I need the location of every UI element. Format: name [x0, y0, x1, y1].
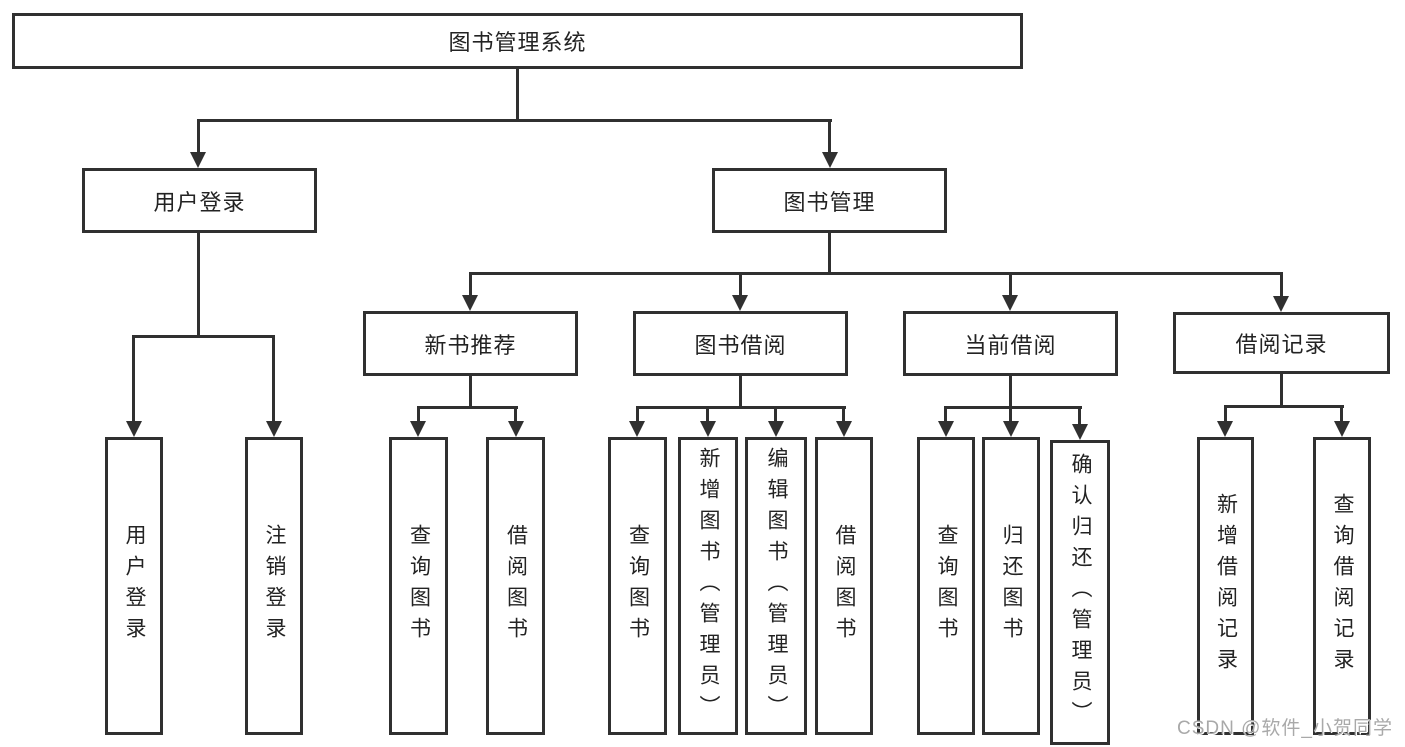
connector-current-borrow-stem — [1009, 376, 1012, 406]
connector-borrow-records-bar — [1224, 405, 1344, 408]
connector-drop-bb3 — [774, 406, 777, 421]
leaf-current-return-books: 归还图书 — [982, 437, 1040, 735]
connector-drop-br1 — [1224, 405, 1227, 421]
arrow-cb1 — [938, 421, 954, 437]
connector-l3-bar — [469, 272, 1282, 275]
leaf-logout: 注销登录 — [245, 437, 303, 735]
connector-drop-bb1 — [636, 406, 639, 421]
connector-user-login-stem — [197, 233, 200, 335]
connector-drop-bb2 — [706, 406, 709, 421]
leaf-borrow-query-books: 查询图书 — [608, 437, 667, 735]
leaf-borrow-borrow-books: 借阅图书 — [815, 437, 873, 735]
connector-drop-leaf-logout — [272, 335, 275, 421]
connector-drop-new-rec — [469, 272, 472, 295]
csdn-watermark: CSDN @软件_小贺同学 — [1177, 718, 1393, 739]
connector-book-mgmt-stem — [828, 233, 831, 272]
connector-drop-nr2 — [514, 406, 517, 421]
node-book-mgmt: 图书管理 — [712, 168, 947, 233]
node-new-rec: 新书推荐 — [363, 311, 578, 376]
connector-book-borrow-stem — [739, 376, 742, 406]
connector-drop-book-mgmt — [828, 119, 831, 152]
arrow-bb2 — [700, 421, 716, 437]
connector-drop-user-login — [197, 119, 200, 152]
arrow-borrow-records — [1273, 296, 1289, 312]
connector-book-borrow-bar — [636, 406, 846, 409]
leaf-newrec-borrow-books: 借阅图书 — [486, 437, 545, 735]
arrow-new-rec — [462, 295, 478, 311]
connector-drop-book-borrow — [739, 272, 742, 295]
connector-root-stem — [516, 69, 519, 119]
node-user-login: 用户登录 — [82, 168, 317, 233]
arrow-book-mgmt — [822, 152, 838, 168]
connector-l1-bar — [197, 119, 832, 122]
connector-drop-borrow-records — [1280, 272, 1283, 296]
arrow-bb4 — [836, 421, 852, 437]
leaf-current-query-books: 查询图书 — [917, 437, 975, 735]
arrow-leaf-logout — [266, 421, 282, 437]
arrow-current-borrow — [1002, 295, 1018, 311]
connector-borrow-records-stem — [1280, 374, 1283, 405]
leaf-current-confirm-return-admin: 确认归还（管理员） — [1050, 440, 1110, 745]
arrow-user-login — [190, 152, 206, 168]
connector-drop-current-borrow — [1009, 272, 1012, 295]
leaf-newrec-query-books: 查询图书 — [389, 437, 448, 735]
connector-drop-leaf-login — [132, 335, 135, 421]
connector-drop-nr1 — [417, 406, 420, 421]
connector-user-login-bar — [132, 335, 275, 338]
node-current-borrow: 当前借阅 — [903, 311, 1118, 376]
leaf-records-add-record: 新增借阅记录 — [1197, 437, 1254, 735]
arrow-leaf-login — [126, 421, 142, 437]
arrow-bb1 — [629, 421, 645, 437]
connector-new-rec-bar — [417, 406, 518, 409]
node-borrow-records: 借阅记录 — [1173, 312, 1390, 374]
arrow-cb3 — [1072, 424, 1088, 440]
node-root: 图书管理系统 — [12, 13, 1023, 69]
connector-drop-br2 — [1340, 405, 1343, 421]
arrow-bb3 — [768, 421, 784, 437]
connector-drop-bb4 — [842, 406, 845, 421]
leaf-borrow-add-books-admin: 新增图书（管理员） — [678, 437, 738, 735]
connector-drop-cb2 — [1009, 406, 1012, 421]
arrow-br2 — [1334, 421, 1350, 437]
arrow-nr1 — [410, 421, 426, 437]
arrow-nr2 — [508, 421, 524, 437]
leaf-borrow-edit-books-admin: 编辑图书（管理员） — [745, 437, 807, 735]
connector-drop-cb3 — [1078, 406, 1081, 424]
leaf-records-query-record: 查询借阅记录 — [1313, 437, 1371, 735]
connector-current-borrow-bar — [944, 406, 1082, 409]
arrow-cb2 — [1003, 421, 1019, 437]
connector-new-rec-stem — [469, 376, 472, 406]
arrow-br1 — [1217, 421, 1233, 437]
leaf-user-login: 用户登录 — [105, 437, 163, 735]
arrow-book-borrow — [732, 295, 748, 311]
connector-drop-cb1 — [944, 406, 947, 421]
node-book-borrow: 图书借阅 — [633, 311, 848, 376]
